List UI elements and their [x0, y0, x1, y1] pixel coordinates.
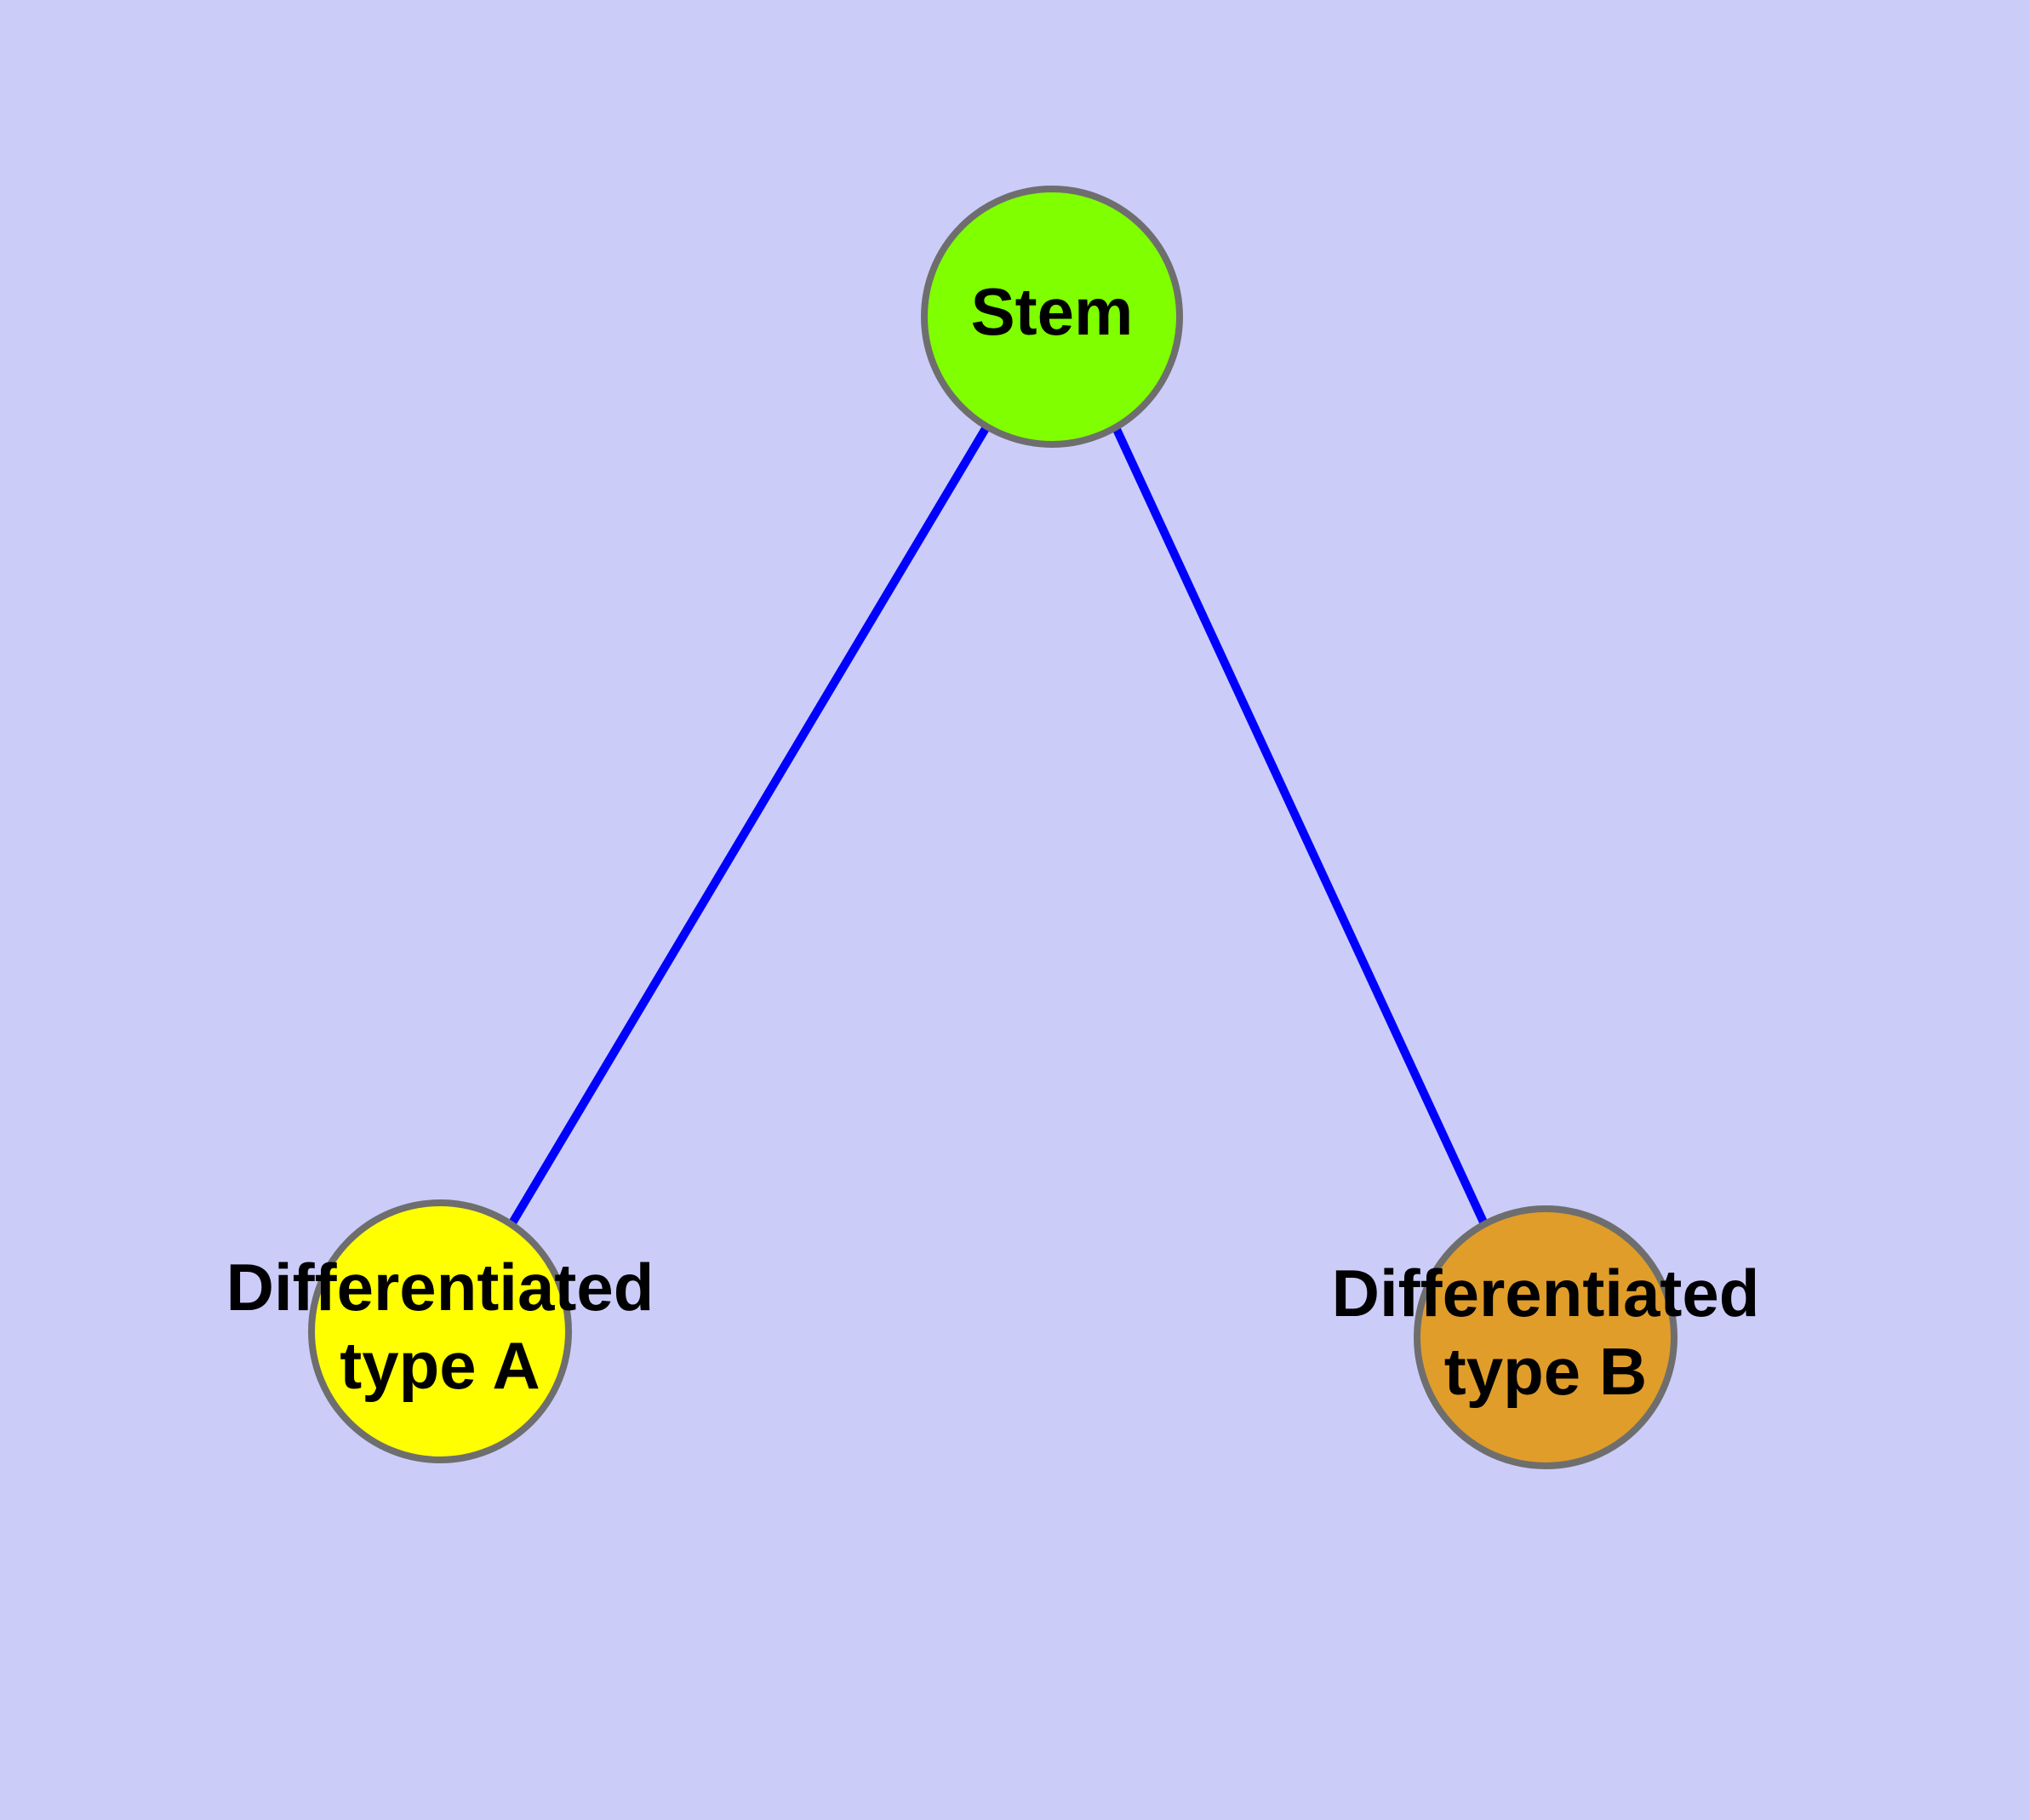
- node-label-line: Differentiated: [226, 1250, 654, 1325]
- edge-stem-to-a[interactable]: [506, 423, 992, 1228]
- edge-stem-to-b[interactable]: [1111, 423, 1489, 1228]
- node-label-line: type B: [1444, 1334, 1647, 1409]
- node-label-line: Stem: [971, 274, 1134, 349]
- node-label-line: Differentiated: [1332, 1256, 1760, 1331]
- node-circle-diff_a[interactable]: [308, 1199, 572, 1463]
- node-label-stem: Stem: [971, 274, 1134, 349]
- node-label-line: type A: [340, 1328, 540, 1403]
- node-circle-diff_b[interactable]: [1414, 1205, 1677, 1469]
- node-circle-stem[interactable]: [921, 186, 1183, 448]
- edges-layer: [506, 423, 1489, 1228]
- node-stem[interactable]: Stem: [921, 186, 1183, 448]
